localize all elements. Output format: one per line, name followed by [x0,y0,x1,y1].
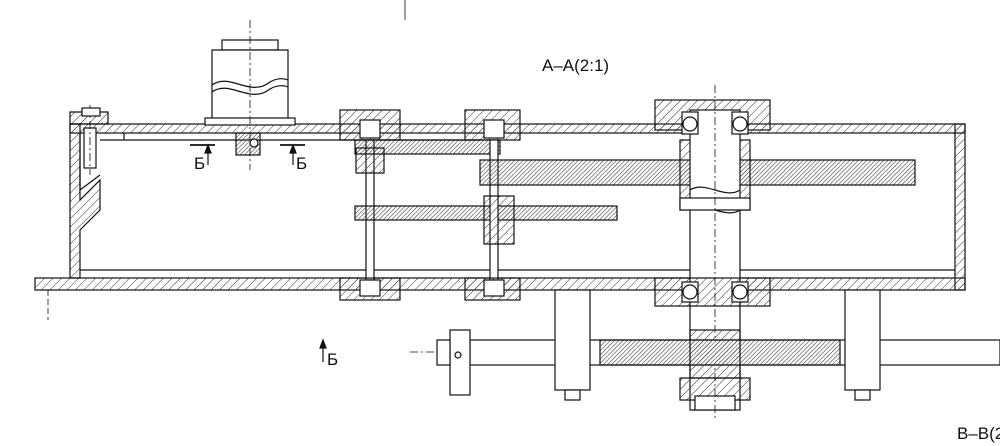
section-title-b-b: B–B(2 [957,424,1000,443]
section-mark-right: Б [296,154,308,173]
section-mark-lower: Б [327,350,339,369]
section-title-a-a: A–A(2:1) [542,56,610,75]
shaft-2 [464,109,521,301]
lower-shaft [410,289,1000,401]
output-shaft [479,85,916,420]
section-mark-left: Б [194,154,206,173]
motor [204,20,296,170]
section-marks [190,143,327,362]
